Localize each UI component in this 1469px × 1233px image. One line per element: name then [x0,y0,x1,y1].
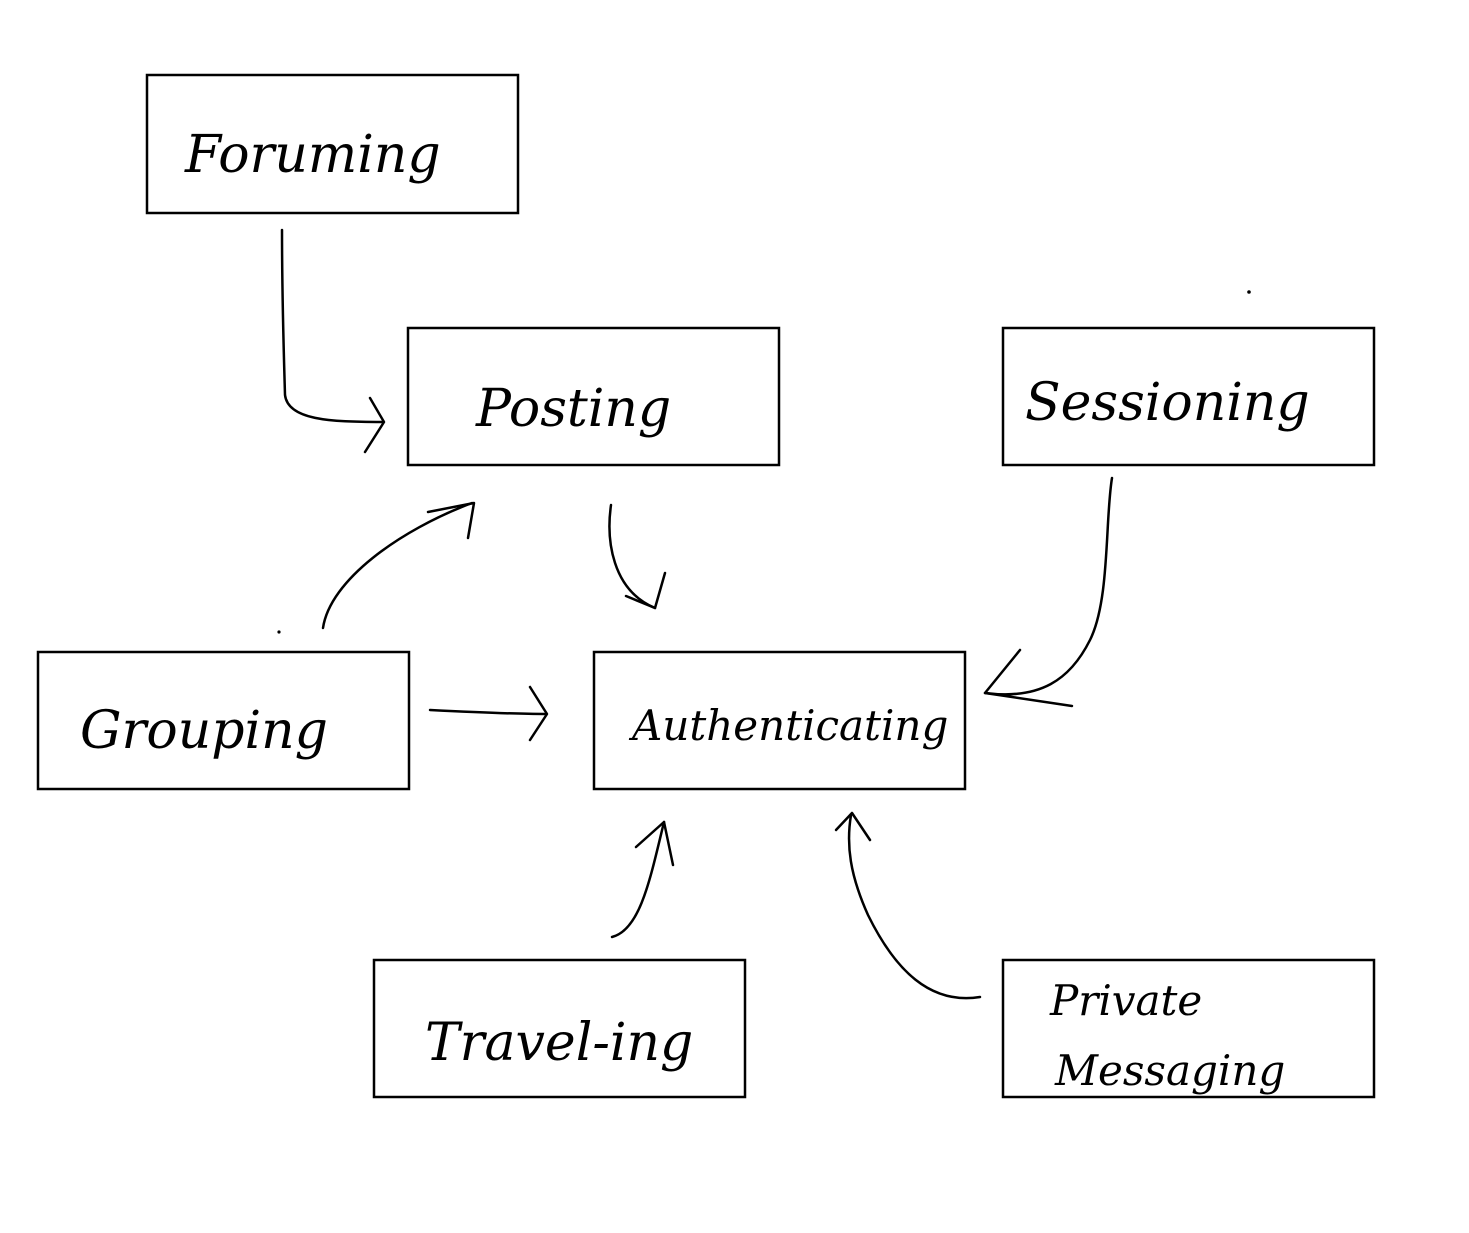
node-posting: Posting [406,326,781,467]
node-authenticating-box [592,650,967,791]
node-posting-box [406,326,781,467]
edge-grouping-authenticating [428,685,549,742]
node-traveling-label: Travel-ing [425,1013,693,1073]
node-grouping-label: Grouping [80,701,328,761]
edge-foruming-posting [280,228,386,454]
stray-dot [277,630,281,634]
edge-traveling-authenticating [610,820,675,939]
edge-private-authenticating-line [847,813,982,1000]
node-posting-label: Posting [475,379,671,439]
edge-sessioning-authenticating-line [983,476,1114,696]
node-traveling-box [372,958,747,1099]
edge-posting-authenticating-head [624,571,667,610]
node-grouping-box [36,650,411,791]
node-authenticating: Authenticating [592,650,967,791]
edge-sessioning-authenticating [983,476,1114,708]
node-sessioning-label: Sessioning [1025,373,1310,433]
node-private-messaging-label-line2: Messaging [1054,1046,1285,1095]
node-grouping: Grouping [36,650,411,791]
stray-dot [1247,290,1251,294]
edge-grouping-posting [321,501,476,630]
node-private-messaging-box [1001,958,1376,1099]
node-foruming-box [145,73,520,215]
node-sessioning-box [1001,326,1376,467]
edge-foruming-posting-head [363,396,386,454]
node-authenticating-label: Authenticating [628,701,948,750]
node-private-messaging: Private Messaging [1001,958,1376,1099]
edge-traveling-authenticating-line [610,820,666,939]
edge-grouping-authenticating-head [528,685,549,742]
edge-private-authenticating [834,811,982,1000]
edge-traveling-authenticating-head [634,820,675,867]
edge-posting-authenticating-line [608,503,657,610]
edge-posting-authenticating [608,503,667,610]
node-private-messaging-label-line1: Private [1049,976,1202,1025]
edge-foruming-posting-line [280,228,384,424]
node-traveling: Travel-ing [372,958,747,1099]
node-foruming-label: Foruming [184,125,441,185]
edge-grouping-posting-line [321,501,474,630]
edge-sessioning-authenticating-head [983,648,1074,708]
node-sessioning: Sessioning [1001,326,1376,467]
edge-grouping-posting-head [426,501,476,540]
node-foruming: Foruming [145,73,520,215]
edge-grouping-authenticating-line [428,708,547,716]
edge-private-authenticating-head [834,811,872,842]
